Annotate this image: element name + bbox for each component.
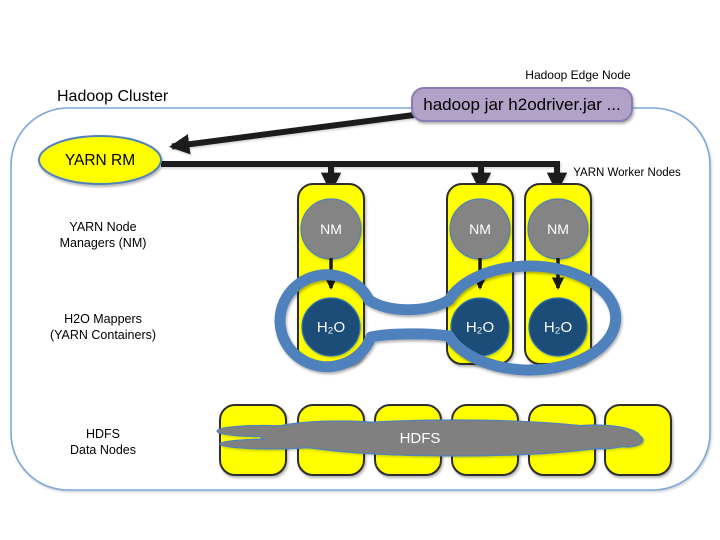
yarn-rm-label: YARN RM — [65, 152, 135, 169]
h2o-label-3: H₂O — [544, 319, 572, 336]
nm-label-3: NM — [547, 221, 569, 237]
row-label-hdfs-line1: HDFS — [86, 427, 120, 441]
nm-label-2: NM — [469, 221, 491, 237]
row-label-nm-line1: YARN Node — [69, 220, 136, 234]
edge-command-text: hadoop jar h2odriver.jar ... — [423, 95, 621, 114]
row-labels: YARN Node Managers (NM) H2O Mappers (YAR… — [50, 220, 156, 457]
hadoop-cluster-title: Hadoop Cluster — [57, 88, 169, 105]
h2o-label-2: H₂O — [466, 319, 494, 336]
h2o-label-1: H₂O — [317, 319, 345, 336]
nm-label-1: NM — [320, 221, 342, 237]
hdfs-cloud-label: HDFS — [400, 430, 441, 447]
edge-node-label: Hadoop Edge Node — [525, 68, 631, 82]
row-label-nm-line2: Managers (NM) — [60, 236, 147, 250]
row-label-mappers-line1: H2O Mappers — [64, 312, 142, 326]
yarn-rm-node — [38, 135, 162, 185]
h2o-cluster-lasso — [274, 260, 622, 376]
edge-command-box — [411, 87, 633, 122]
nm-circles — [300, 198, 589, 260]
row-label-mappers-line2: (YARN Containers) — [50, 328, 156, 342]
driver-to-rm-arrow — [168, 112, 415, 155]
row-label-hdfs-line2: Data Nodes — [70, 443, 136, 457]
h2o-circle-1 — [301, 297, 361, 357]
yarn-worker-nodes-label: YARN Worker Nodes — [573, 167, 681, 179]
hdfs-cloud — [218, 421, 642, 455]
h2o-circle-3 — [528, 297, 588, 357]
yarn-connector-arrows — [161, 112, 568, 194]
